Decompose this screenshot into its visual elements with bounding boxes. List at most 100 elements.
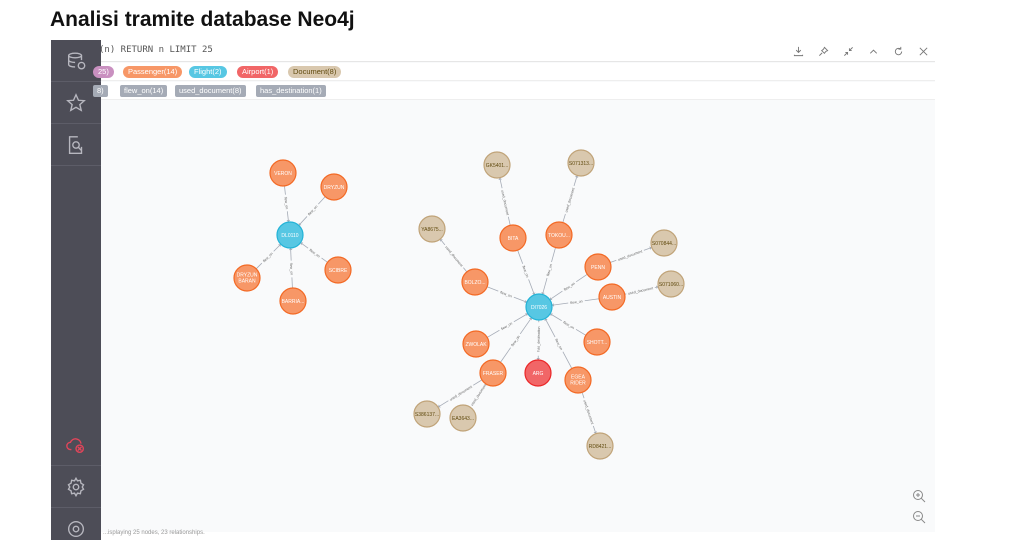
node-caption: VERON (274, 171, 292, 177)
relationship-tag[interactable]: 8) (93, 85, 108, 97)
sidebar-search-button[interactable] (51, 124, 101, 166)
passenger-node[interactable]: FRASER (479, 359, 507, 387)
passenger-node[interactable]: BARRIA... (279, 287, 307, 315)
document-node[interactable]: RD8421... (586, 432, 614, 460)
relationship-edge[interactable]: flew_on (300, 242, 328, 263)
minimize-button[interactable] (862, 42, 884, 60)
collapse-button[interactable] (837, 42, 859, 60)
label-pill[interactable]: Document(8) (288, 66, 342, 78)
relationship-edge[interactable]: flew_on (551, 298, 600, 307)
passenger-node[interactable]: AUSTIN (598, 283, 626, 311)
relationship-edge[interactable]: used_document (610, 246, 652, 263)
edge-label: used_document (449, 385, 473, 402)
edge-label: used_document (444, 245, 463, 267)
sidebar-favorites-button[interactable] (51, 82, 101, 124)
sidebar-settings-button[interactable] (51, 466, 101, 508)
sidebar-connection-button[interactable] (51, 424, 101, 466)
edge-label: flew_on (289, 263, 294, 276)
passenger-node[interactable]: ZWOLAK (462, 330, 490, 358)
graph-canvas[interactable]: flew_onflew_onflew_onflew_onflew_onflew_… (101, 100, 935, 530)
passenger-node[interactable]: SCIBRE (324, 256, 352, 284)
edge-label: used_document (617, 249, 642, 262)
document-node[interactable]: S070844... (650, 229, 678, 257)
label-pill[interactable]: Passenger(14) (123, 66, 183, 78)
passenger-node[interactable]: BOLZO... (461, 268, 489, 296)
relationship-edge[interactable]: flew_on (550, 313, 587, 336)
rerun-button[interactable] (887, 42, 909, 60)
relationship-edge[interactable]: flew_on (255, 244, 281, 270)
node-caption: SCIBRE (329, 268, 348, 274)
relationship-edge[interactable]: flew_on (541, 247, 556, 295)
relationship-edge[interactable]: used_document (562, 175, 579, 223)
node-caption: S386137... (415, 412, 439, 418)
pin-button[interactable] (812, 42, 834, 60)
relationship-tag[interactable]: used_document(8) (175, 85, 246, 97)
document-node[interactable]: S071313... (567, 149, 595, 177)
relationship-edge[interactable]: flew_on (549, 273, 588, 301)
passenger-node[interactable]: SHOTT... (583, 328, 611, 356)
close-icon (919, 47, 927, 55)
document-node[interactable]: YA8675... (418, 215, 446, 243)
airport-node[interactable]: ARG (524, 359, 552, 387)
refresh-icon (894, 46, 902, 55)
node-caption: EA3643... (452, 416, 474, 422)
relationship-edge[interactable]: used_document (498, 177, 511, 226)
document-node[interactable]: EA3643... (449, 404, 477, 432)
close-button[interactable] (912, 42, 934, 60)
flight-node[interactable]: DI7026 (525, 293, 553, 321)
relationship-edge[interactable]: used_document (581, 392, 597, 434)
relationship-edge[interactable]: flew_on (487, 313, 528, 338)
database-icon (67, 52, 86, 69)
passenger-node[interactable]: PENN (584, 253, 612, 281)
edge-label: has_destination (537, 326, 541, 351)
relationship-edge[interactable]: flew_on (517, 250, 536, 295)
passenger-node[interactable]: TOKOU... (545, 221, 573, 249)
node-caption: TOKOU... (548, 233, 570, 239)
node-caption: DRYZUN (324, 185, 345, 191)
passenger-node[interactable]: BITA (499, 224, 527, 252)
relationship-tag[interactable]: has_destination(1) (256, 85, 326, 97)
relationship-edge[interactable]: flew_on (486, 286, 527, 304)
label-pill[interactable]: Airport(1) (237, 66, 279, 78)
document-node[interactable]: GK5401... (483, 151, 511, 179)
relationship-edge[interactable]: used_document (440, 239, 468, 273)
relationship-edge[interactable]: flew_on (500, 317, 532, 363)
relationship-edge[interactable]: flew_on (298, 196, 326, 226)
relationship-tag[interactable]: flew_on(14) (120, 85, 168, 97)
passenger-node[interactable]: VERON (269, 159, 297, 187)
node-caption: BITA (508, 236, 519, 242)
slide-title: Analisi tramite database Neo4j (50, 8, 355, 31)
relationship-edge[interactable]: flew_on (288, 247, 295, 289)
relationship-edge[interactable]: used_document (624, 285, 659, 297)
query-text[interactable]: (n) RETURN n LIMIT 25 (99, 45, 213, 55)
sidebar-help-button[interactable] (51, 508, 101, 550)
relationship-edge[interactable]: flew_on (282, 185, 291, 223)
label-pill[interactable]: 25) (93, 66, 114, 78)
document-node[interactable]: S386137... (413, 400, 441, 428)
zoom-out-button[interactable] (909, 507, 929, 527)
node-caption: S071060... (659, 282, 683, 288)
edge-label: used_document (582, 399, 594, 425)
edge-label: flew_on (521, 265, 529, 278)
node-caption: S070844... (652, 241, 676, 247)
status-text: ...isplaying 25 nodes, 23 relationships. (103, 530, 205, 536)
download-button[interactable] (787, 42, 809, 60)
edge-label: flew_on (499, 290, 512, 298)
result-frame: (n) RETURN n LIMIT 25 25) Passenger(14) Fl… (93, 40, 935, 540)
relationship-edge[interactable]: has_destination (535, 319, 542, 361)
document-node[interactable]: S071060... (657, 270, 685, 298)
sidebar-database-button[interactable] (51, 40, 101, 82)
passenger-node[interactable]: DRYZUN (320, 173, 348, 201)
star-icon (66, 92, 86, 112)
relationship-edge[interactable]: flew_on (544, 318, 573, 369)
label-pill[interactable]: Flight(2) (189, 66, 227, 78)
flight-node[interactable]: DL0110 (276, 221, 304, 249)
zoom-in-button[interactable] (909, 486, 929, 506)
edge-label: flew_on (262, 252, 274, 264)
edge-label: used_document (500, 190, 509, 216)
node-caption: DL0110 (281, 233, 298, 239)
node-caption: SHOTT... (587, 340, 608, 346)
